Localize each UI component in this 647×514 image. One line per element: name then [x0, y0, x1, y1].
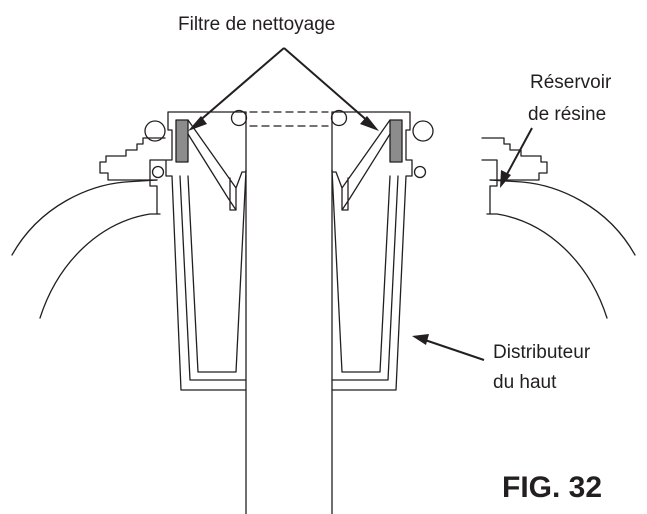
- tube-o-ring-right: [330, 109, 348, 127]
- distributor-basket-left: [187, 169, 247, 373]
- resin-tank-wall-right: [489, 179, 636, 256]
- distributor-inner-wall-right: [331, 175, 399, 381]
- figure-number: FIG. 32: [502, 471, 603, 504]
- outer-o-ring-left: [144, 120, 166, 142]
- riser-tube-top-hidden: [249, 111, 329, 127]
- leader-top-distributor: [424, 339, 485, 361]
- arrowhead-top-distributor: [412, 334, 429, 345]
- label-cleaning-filter: Filtre de nettoyage: [178, 14, 336, 35]
- leader-resin-tank: [505, 127, 533, 177]
- arrowhead-cleaning-filter-right: [360, 116, 379, 131]
- baffle-right: [331, 119, 391, 211]
- riser-tube: [245, 111, 333, 514]
- distributor-basket-right: [331, 169, 391, 373]
- small-o-ring-left: [151, 165, 165, 179]
- leader-cleaning-filter-left: [196, 47, 285, 124]
- leader-cleaning-filter-right: [283, 47, 371, 124]
- label-resin-tank-line1: Réservoir: [530, 72, 612, 93]
- cleaning-filter-left: [175, 119, 189, 163]
- tank-neck-inner-right: [481, 159, 498, 215]
- baffle-left: [187, 119, 247, 211]
- outer-o-ring-right: [412, 120, 434, 142]
- tube-o-ring-left: [230, 109, 248, 127]
- resin-tank-inner-wall-right: [486, 213, 608, 319]
- tank-neck-profile-right: [481, 137, 548, 181]
- arrowhead-resin-tank: [500, 170, 511, 188]
- label-top-distributor-line1: Distributeur: [493, 342, 591, 363]
- top-distributor-body: [165, 111, 413, 391]
- tank-neck-profile-left: [99, 137, 166, 181]
- arrowhead-cleaning-filter-left: [188, 116, 207, 131]
- distributor-inner-wall-left: [179, 175, 247, 381]
- label-top-distributor-line2: du haut: [493, 372, 557, 393]
- label-resin-tank-line2: de résine: [528, 104, 607, 125]
- tank-neck-inner-left: [149, 159, 166, 215]
- resin-tank-inner-wall-left: [39, 213, 161, 319]
- cleaning-filter-right: [389, 119, 403, 163]
- resin-tank-wall-left: [11, 179, 158, 256]
- small-o-ring-right: [413, 165, 427, 179]
